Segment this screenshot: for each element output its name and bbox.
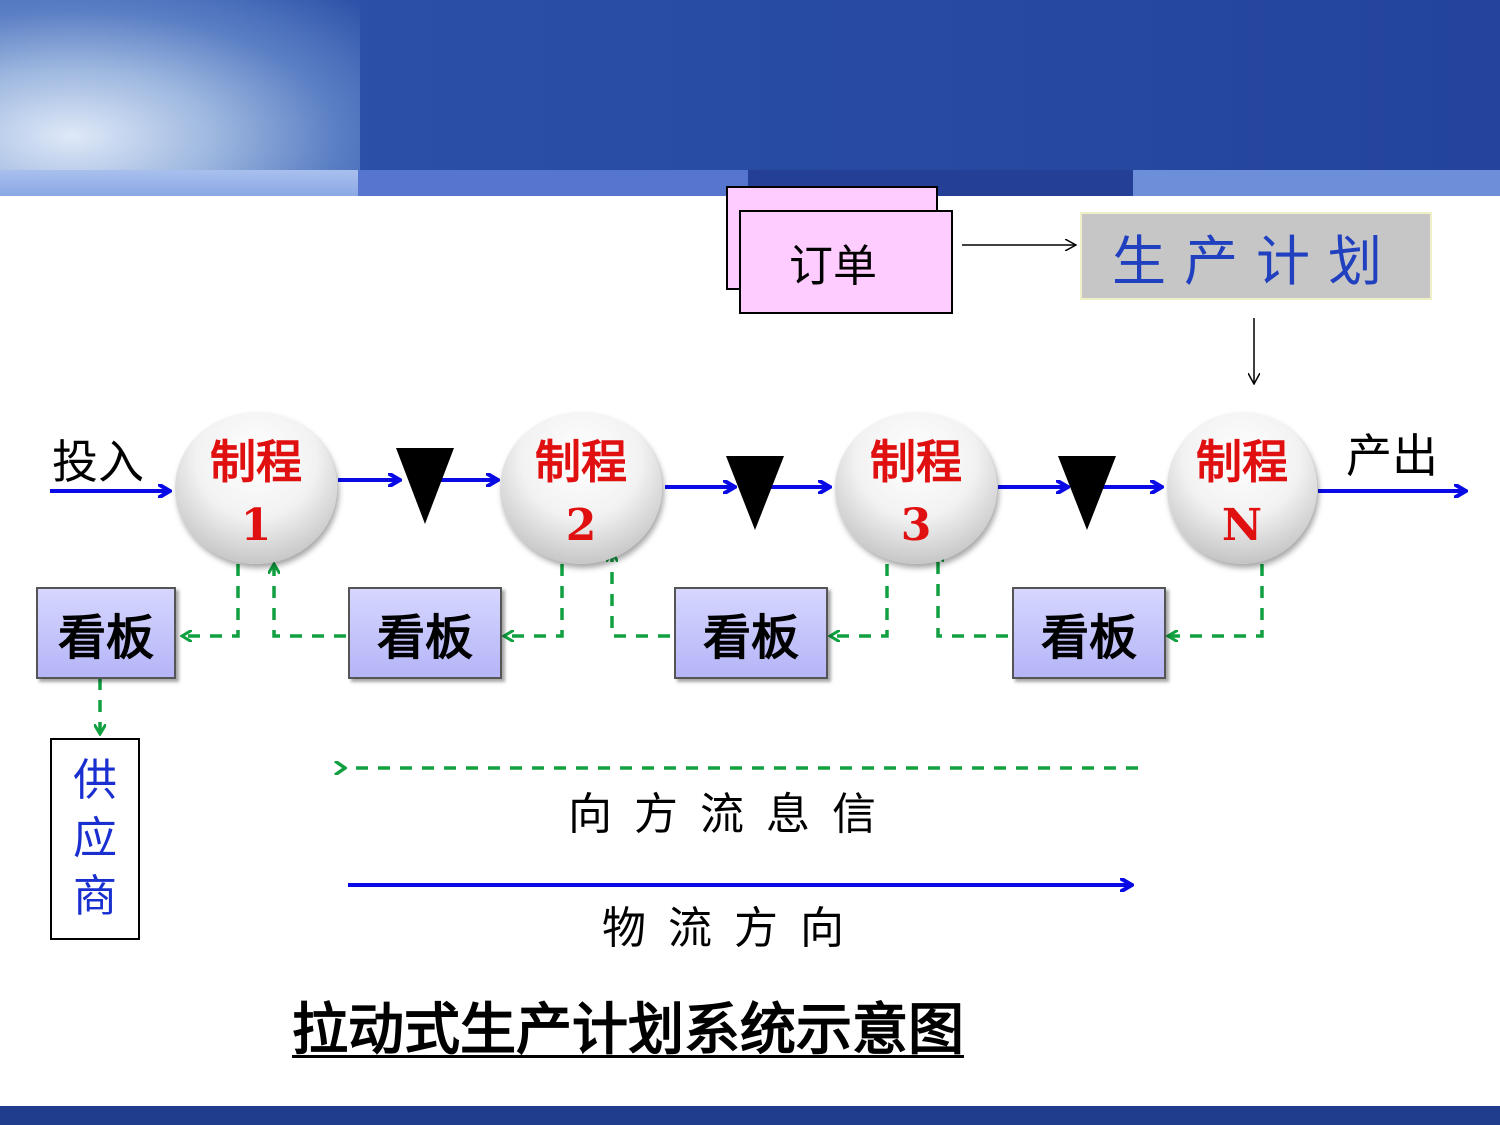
process-number: 2 [565,500,597,551]
process-title: 制程 [1196,435,1288,489]
process-n: 制程 N [1167,412,1317,564]
order-label: 订单 [789,241,877,292]
production-plan-label: 生产计划 [1112,229,1400,293]
info-k4-to-p3 [938,552,1008,638]
header-band-1 [0,170,358,196]
material-flow-label: 物流方向 [602,903,866,954]
footer-band [0,1106,1500,1125]
process-3: 制程 3 [835,412,997,564]
info-p1-to-k1 [182,564,240,636]
process-title: 制程 [870,435,962,489]
input-label: 投入 [52,435,144,489]
process-number: 1 [240,500,272,551]
kanban-label: 看板 [57,610,154,666]
supplier-box: 供 应 商 [50,738,140,940]
slide-header [0,0,1500,170]
process-1: 制程 1 [175,412,337,564]
info-p2-to-k2 [504,564,564,636]
kanban-2: 看板 [348,587,502,679]
kanban-label: 看板 [376,610,473,666]
process-title: 制程 [210,435,302,489]
process-number: N [1221,500,1263,551]
kanban-1: 看板 [36,587,176,679]
kanban-label: 看板 [702,610,799,666]
supplier-char: 应 [73,813,117,864]
production-plan-box: 生产计划 [1080,212,1432,300]
inventory-triangle-1 [396,448,454,524]
process-title: 制程 [535,435,627,489]
info-flow-label: 向方流息信 [568,789,898,840]
info-k2-to-p1 [274,564,346,638]
kanban-4: 看板 [1012,587,1166,679]
process-number: 3 [900,500,932,551]
clock-graphic [0,0,360,170]
process-2: 制程 2 [500,412,662,564]
kanban-3: 看板 [674,587,828,679]
inventory-triangle-2 [726,456,784,530]
header-band-4 [1133,170,1500,196]
supplier-char: 商 [73,871,117,922]
info-pn-to-k4 [1168,564,1264,636]
info-k3-to-p2 [612,552,670,638]
header-band-2 [358,170,748,196]
output-label: 产出 [1346,429,1438,483]
diagram-caption: 拉动式生产计划系统示意图 [292,998,964,1063]
inventory-triangle-3 [1058,456,1116,530]
kanban-label: 看板 [1040,610,1137,666]
info-p3-to-k3 [830,564,889,636]
supplier-char: 供 [73,755,117,806]
order-doc: 订单 [739,210,953,314]
